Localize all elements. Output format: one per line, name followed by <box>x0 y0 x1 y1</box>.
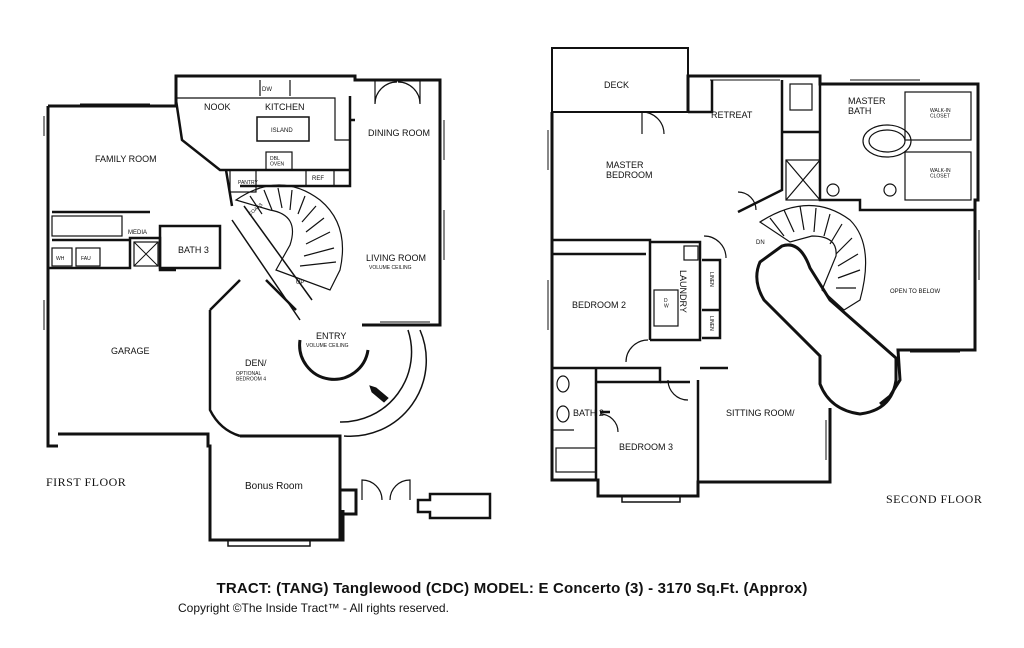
bedroom3-walls <box>600 366 728 482</box>
wh-box <box>51 247 73 267</box>
laundry-washer <box>653 289 679 327</box>
bath3-walls <box>158 224 222 270</box>
label-bedroom3: BEDROOM 3 <box>619 442 673 452</box>
media-cabinet <box>51 215 123 237</box>
tract-model-line: TRACT: (TANG) Tanglewood (CDC) MODEL: E … <box>216 580 808 597</box>
garage-wall <box>48 210 176 272</box>
first-floor-outer-wall <box>46 74 442 542</box>
kitchen-counter <box>175 80 350 141</box>
kitchen-walls <box>174 96 355 207</box>
label-entry-note: VOLUME CEILING <box>306 343 349 349</box>
label-garage: GARAGE <box>111 346 150 356</box>
bedroom3-window <box>621 496 681 503</box>
second-floor-staircase <box>758 204 867 311</box>
label-kitchen: KITCHEN <box>265 102 305 112</box>
fau-box <box>75 247 101 267</box>
label-dn: DN <box>756 240 765 246</box>
den-walls <box>208 279 297 438</box>
bath3-tub <box>133 241 159 267</box>
porch-doors <box>361 479 411 501</box>
second-floor-doors <box>552 111 757 433</box>
label-nook: NOOK <box>204 102 231 112</box>
label-deck: DECK <box>604 80 629 90</box>
first-floor-windows <box>43 103 445 330</box>
label-linen-1: LINEN <box>708 272 714 287</box>
dining-doors <box>374 80 421 105</box>
label-den: DEN/ <box>245 358 267 368</box>
entry-curve-wall <box>298 339 370 381</box>
label-sitting-room: SITTING ROOM/ <box>726 408 795 418</box>
label-bath3: BATH 3 <box>178 245 209 255</box>
ref-box <box>305 169 335 187</box>
entry-outer-curve <box>339 329 427 438</box>
label-wh: WH <box>56 256 65 262</box>
laundry-sink <box>683 245 699 261</box>
label-bath2: BATH 2 <box>573 408 604 418</box>
bath2-tub <box>555 447 597 473</box>
bonus-room-window <box>227 540 311 547</box>
label-living-room: LIVING ROOM <box>366 253 426 263</box>
label-laundry: LAUNDRY <box>678 270 688 313</box>
first-floor-plan <box>43 74 492 547</box>
first-floor-title: FIRST FLOOR <box>46 475 127 489</box>
label-linen-2: LINEN <box>708 316 714 331</box>
first-floor-staircase <box>231 184 344 321</box>
label-fau: FAU <box>81 256 91 262</box>
second-floor-plan <box>547 47 980 503</box>
porch-pillar <box>416 492 492 520</box>
master-bedroom-walls <box>688 80 975 214</box>
label-island: ISLAND <box>271 128 293 134</box>
bedroom2-walls <box>552 238 722 342</box>
second-floor-outer-wall <box>550 74 980 498</box>
label-open-to-below: OPEN TO BELOW <box>890 289 940 295</box>
label-living-note: VOLUME CEILING <box>369 265 412 271</box>
catwalk <box>755 243 898 416</box>
second-floor-windows <box>547 79 980 460</box>
label-bonus-room: Bonus Room <box>245 481 303 492</box>
label-entry: ENTRY <box>316 331 346 341</box>
oven-box <box>265 151 293 171</box>
label-retreat: RETREAT <box>711 110 753 120</box>
kitchen-island <box>256 116 310 142</box>
bath2-walls <box>552 366 662 480</box>
master-bath-fixtures <box>785 83 972 201</box>
label-family-room: FAMILY ROOM <box>95 154 157 164</box>
label-media: MEDIA <box>128 230 147 236</box>
entry-arrow <box>369 385 389 403</box>
pantry-box <box>229 169 257 193</box>
label-pantry: PANTRY <box>238 180 258 186</box>
label-dining-room: DINING ROOM <box>368 128 430 138</box>
copyright-line: Copyright ©The Inside Tract™ - All right… <box>178 601 449 615</box>
bonus-room-walls <box>208 446 358 542</box>
label-up: UP <box>296 280 304 286</box>
label-dw: DW <box>262 87 272 93</box>
label-ref: REF <box>312 176 324 182</box>
label-bedroom2: BEDROOM 2 <box>572 300 626 310</box>
second-floor-title: SECOND FLOOR <box>886 492 983 506</box>
